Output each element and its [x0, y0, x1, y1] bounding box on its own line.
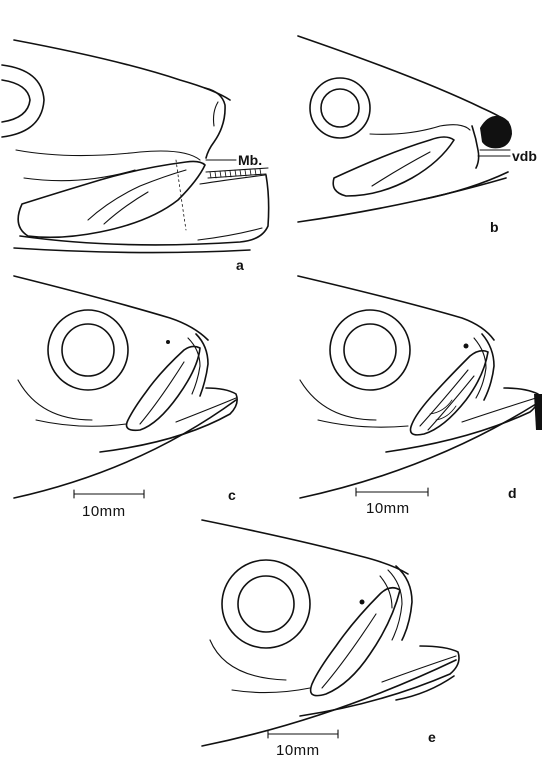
panel-a: Mb. a: [2, 40, 269, 273]
panel-a-head-outline: [2, 40, 269, 253]
panel-e-scale-bar: 10mm: [268, 730, 338, 759]
panel-d-eye-outer: [330, 310, 410, 390]
panel-d-eye-inner: [344, 324, 396, 376]
panel-c-eye-outer: [48, 310, 128, 390]
panel-d-nostril: [464, 344, 469, 349]
panel-e-nostril: [360, 600, 365, 605]
panel-d-scale-label: 10mm: [366, 500, 410, 517]
panel-d-letter: d: [508, 485, 517, 501]
panel-e-letter: e: [428, 729, 436, 745]
panel-d: 10mm d: [298, 276, 542, 517]
panel-c-head-outline: [14, 276, 237, 498]
panel-d-head-outline: [298, 276, 542, 498]
panel-d-scale-bar: 10mm: [356, 488, 428, 517]
panel-c-scale-bar: 10mm: [74, 490, 144, 520]
callout-vdb-label: vdb: [512, 148, 537, 164]
panel-a-letter: a: [236, 257, 244, 273]
panel-d-jaw-tip: [534, 394, 542, 430]
panel-e-eye-outer: [222, 560, 310, 648]
panel-b-eye-outer: [310, 78, 370, 138]
panel-a-tooth-band: [206, 168, 268, 178]
panel-c-nostril: [166, 340, 170, 344]
panel-c-letter: c: [228, 487, 236, 503]
panel-e-eye-inner: [238, 576, 294, 632]
panel-b-head-outline: [298, 36, 512, 222]
panel-c: 10mm c: [14, 276, 237, 520]
callout-mb-label: Mb.: [238, 152, 262, 168]
panel-e-head-outline: [202, 520, 459, 746]
panel-c-scale-label: 10mm: [82, 503, 126, 520]
panel-b-letter: b: [490, 219, 499, 235]
panel-b: vdb b: [298, 36, 537, 235]
panel-e-scale-label: 10mm: [276, 742, 320, 759]
panel-c-eye-inner: [62, 324, 114, 376]
panel-a-callout-mb: Mb.: [206, 152, 262, 168]
panel-b-eye-inner: [321, 89, 359, 127]
panel-b-dark-snout: [480, 116, 512, 149]
panel-e: 10mm e: [202, 520, 459, 759]
